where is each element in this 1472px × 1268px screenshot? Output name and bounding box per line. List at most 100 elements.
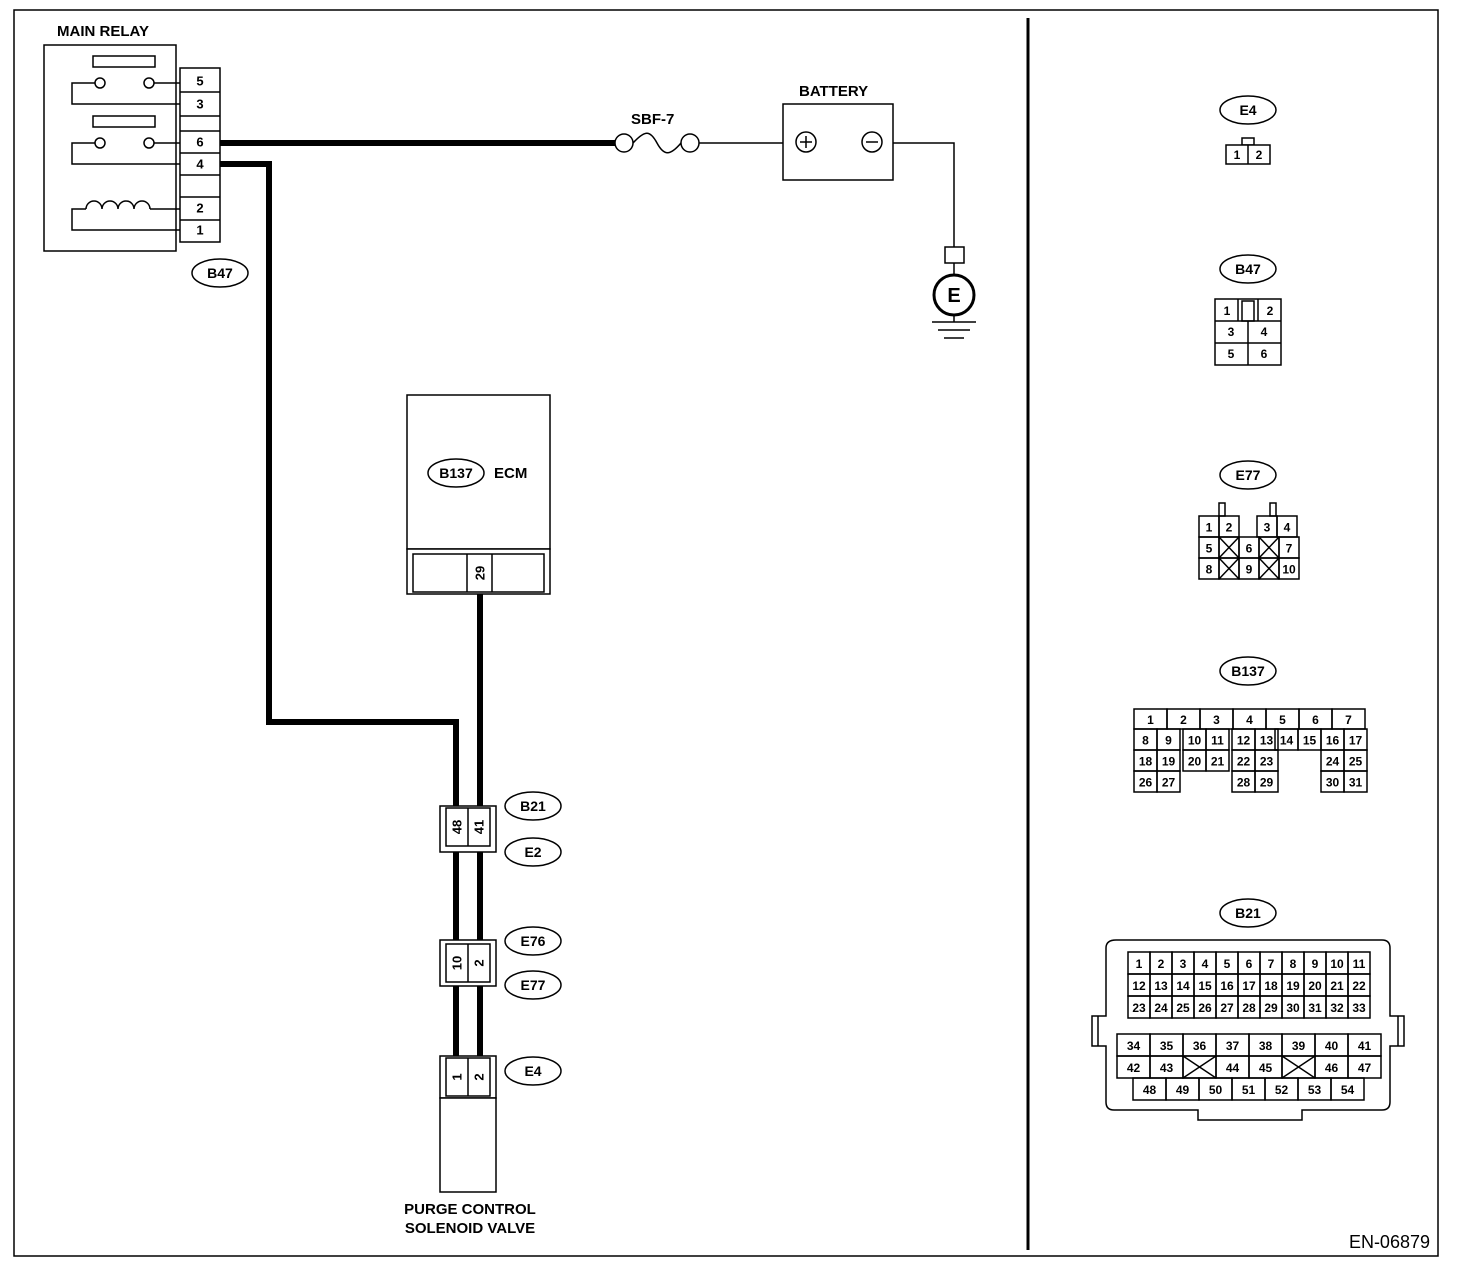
pin-number: 40 (1325, 1039, 1339, 1053)
connector-tag-e2: E2 (504, 837, 562, 867)
pin-number: 9 (1165, 734, 1172, 748)
connector-b21-e2: 48 41 (439, 805, 497, 853)
pin-number: 46 (1325, 1061, 1339, 1075)
pin-number: 25 (1349, 755, 1363, 769)
pin-number: 25 (1176, 1001, 1190, 1015)
svg-text:B137: B137 (1231, 663, 1265, 679)
svg-text:BATTERY: BATTERY (799, 83, 868, 100)
svg-text:E4: E4 (1239, 102, 1256, 118)
svg-text:E77: E77 (521, 977, 546, 993)
pin-number: 27 (1220, 1001, 1234, 1015)
pin-number: 6 (1246, 542, 1253, 556)
pin-cell (1156, 770, 1181, 793)
pin-number: 12 (1132, 979, 1146, 993)
pin-number: 13 (1154, 979, 1168, 993)
pin-number: 17 (1242, 979, 1256, 993)
svg-text:1: 1 (1234, 148, 1241, 162)
pin-number: 35 (1160, 1039, 1174, 1053)
pin-number: 1 (1136, 957, 1143, 971)
svg-text:41: 41 (472, 820, 487, 834)
blank-pin-mark (1258, 557, 1280, 580)
pin-number: 14 (1280, 734, 1294, 748)
pin-number: 31 (1308, 1001, 1322, 1015)
pin-number: 5 (1279, 713, 1286, 727)
svg-text:48: 48 (450, 820, 465, 834)
pin-number: 23 (1260, 755, 1274, 769)
main-relay: MAIN RELAY 5 3 6 4 2 1 (43, 23, 221, 252)
pin-number: 32 (1330, 1001, 1344, 1015)
purge-control-solenoid-valve: 1 2 PURGE CONTROL SOLENOID VALVE (404, 1055, 536, 1237)
pin-number: 5 (1206, 542, 1213, 556)
pin-number: 29 (1260, 776, 1274, 790)
connector-tag-e76: E76 (504, 926, 562, 956)
pin-number: 2 (1226, 521, 1233, 535)
blank-pin-mark (1182, 1055, 1217, 1079)
pin-number: 18 (1139, 755, 1153, 769)
pin-number: 20 (1308, 979, 1322, 993)
pin-number: 8 (1290, 957, 1297, 971)
svg-text:B47: B47 (207, 265, 233, 281)
connector-tag-e77: E77 (504, 970, 562, 1000)
pin-number: 38 (1259, 1039, 1273, 1053)
pin-number: 2 (1180, 713, 1187, 727)
pin-number: 44 (1226, 1061, 1240, 1075)
pin-number: 26 (1139, 776, 1153, 790)
pin-number: 10 (1330, 957, 1344, 971)
pin-number: 7 (1345, 713, 1352, 727)
svg-text:E76: E76 (521, 933, 546, 949)
blank-pin-mark (1218, 536, 1240, 559)
pin-number: 21 (1330, 979, 1344, 993)
pin-number: 20 (1188, 755, 1202, 769)
connector-tag-b137: B137 (439, 465, 473, 481)
legend-e4: E4 1 2 (1219, 95, 1277, 165)
pin-number: 52 (1275, 1083, 1289, 1097)
svg-text:2: 2 (472, 959, 487, 966)
pin-number: 1 (1206, 521, 1213, 535)
pin-number: 39 (1292, 1039, 1306, 1053)
svg-text:SBF-7: SBF-7 (631, 111, 674, 128)
connector-tag-e4: E4 (504, 1056, 562, 1086)
pin-cell (1347, 995, 1371, 1019)
pin-cell (1330, 1077, 1365, 1101)
diagram-id: EN-06879 (1349, 1232, 1430, 1252)
relay-pin: 5 (196, 74, 203, 89)
svg-text:E2: E2 (524, 844, 541, 860)
battery: BATTERY (782, 83, 894, 181)
pin-number: 34 (1127, 1039, 1141, 1053)
pin-number: 51 (1242, 1083, 1256, 1097)
relay-pin: 2 (196, 201, 203, 216)
pin-number: 30 (1326, 776, 1340, 790)
relay-pin: 1 (196, 223, 203, 238)
ecm-pin: 29 (473, 566, 488, 580)
pin-number: 3 (1213, 713, 1220, 727)
connector-tag-b21: B21 (504, 791, 562, 821)
pin-number: 33 (1352, 1001, 1366, 1015)
svg-text:4: 4 (1261, 325, 1268, 339)
svg-text:6: 6 (1261, 347, 1268, 361)
svg-text:3: 3 (1228, 325, 1235, 339)
pin-cell (1278, 557, 1300, 580)
svg-text:B21: B21 (520, 798, 546, 814)
blank-pin-mark (1258, 536, 1280, 559)
pin-number: 7 (1286, 542, 1293, 556)
pin-number: 1 (1147, 713, 1154, 727)
main-relay-label: MAIN RELAY (57, 23, 149, 40)
pin-number: 6 (1312, 713, 1319, 727)
pin-number: 37 (1226, 1039, 1240, 1053)
pin-number: 14 (1176, 979, 1190, 993)
pin-number: 16 (1220, 979, 1234, 993)
pin-number: 19 (1286, 979, 1300, 993)
pin-cell (1343, 770, 1368, 793)
pin-number: 6 (1246, 957, 1253, 971)
pin-cell (1254, 770, 1279, 793)
pin-number: 12 (1237, 734, 1251, 748)
pin-number: 42 (1127, 1061, 1141, 1075)
ground-e: E (932, 246, 976, 339)
pin-number: 49 (1176, 1083, 1190, 1097)
svg-text:E4: E4 (524, 1063, 541, 1079)
connector-tag-b47: B47 (191, 258, 249, 288)
diagram-frame (13, 9, 1439, 1257)
